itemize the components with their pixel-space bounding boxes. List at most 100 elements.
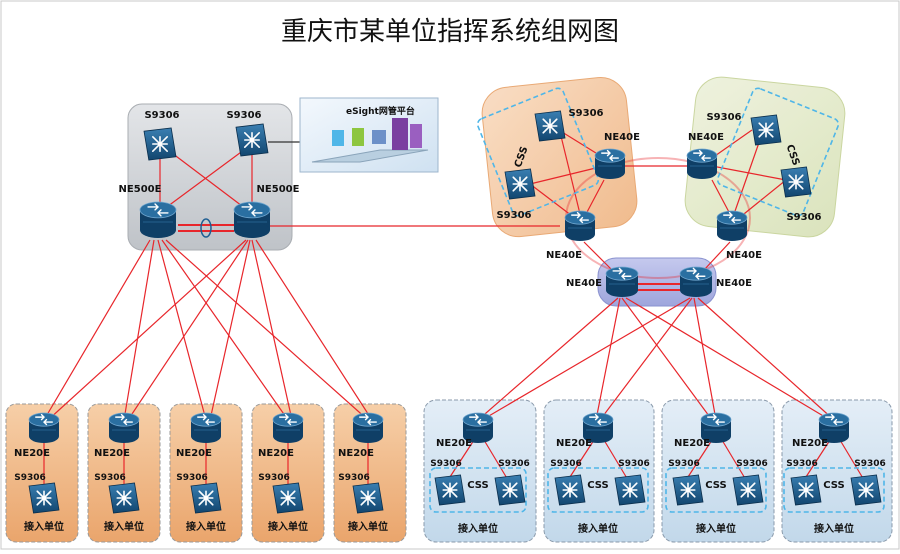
access-switch-icon [108,482,140,514]
ring-router-icon [564,210,596,241]
css-boxes [429,87,885,513]
ring-switch-icon [780,166,812,198]
access-switch-icon [732,474,764,506]
core-switch-label: S9306 [144,110,179,121]
access-switch-icon [28,482,60,514]
access-switch-label: S9306 [338,473,370,483]
access-switch-label: S9306 [430,459,462,469]
links [43,129,865,485]
access-router-icon [818,412,850,443]
eth-trunk-icon [200,218,212,238]
ring-switch-label: S9306 [496,210,531,221]
ring-router-icon [716,210,748,241]
ring-router-icon [686,148,718,179]
ring-router-label: NE40E [716,278,752,289]
access-unit-label: 接入单位 [348,520,388,533]
access-unit-label: 接入单位 [814,522,854,535]
access-switch-label: S9306 [668,459,700,469]
ring-switch-icon [534,110,566,142]
esight-nms-panel: eSight网管平台 [299,97,439,173]
access-router-icon [352,412,384,443]
access-switch-label: S9306 [550,459,582,469]
ring-router-icon [605,266,639,297]
esight-nms-label: eSight网管平台 [346,105,415,117]
ring-css-group-right [684,76,846,238]
access-router-icon [28,412,60,443]
ring-router-label: NE40E [604,132,640,143]
access-switch-icon [850,474,882,506]
access-switch-label: S9306 [94,473,126,483]
access-switch-icon [190,482,222,514]
ring-router-label: NE40E [688,132,724,143]
ring-switch-label: S9306 [786,212,821,223]
ring-switch-icon [504,168,536,200]
access-router-icon [108,412,140,443]
access-css-label: CSS [823,480,844,491]
ring-switch-icon [750,114,782,146]
core-switch-icon [143,127,177,161]
access-unit-label: 接入单位 [104,520,144,533]
access-router-icon [190,412,222,443]
access-switch-label: S9306 [736,459,768,469]
access-switch-icon [554,474,586,506]
ring-router-label: NE40E [546,250,582,261]
database-icon [332,130,344,146]
access-router-label: NE20E [94,448,130,459]
access-unit-label: 接入单位 [578,522,618,535]
access-switch-icon [434,474,466,506]
access-unit-label: 接入单位 [186,520,226,533]
nms-platform-icon [311,149,429,163]
access-router-label: NE20E [338,448,374,459]
core-router-icon [139,201,177,238]
core-router-label: NE500E [257,184,300,195]
access-switch-icon [272,482,304,514]
access-switch-label: S9306 [176,473,208,483]
access-router-icon [272,412,304,443]
access-router-label: NE20E [556,438,592,449]
ring-switch-label: S9306 [706,112,741,123]
access-unit-label: 接入单位 [458,522,498,535]
ring-router-icon [594,148,626,179]
access-switch-label: S9306 [14,473,46,483]
access-switch-label: S9306 [854,459,886,469]
ring-router-label: NE40E [726,250,762,261]
right-access-groups [423,399,893,543]
access-router-icon [582,412,614,443]
ring-switch-label: S9306 [568,108,603,119]
access-switch-icon [494,474,526,506]
access-router-label: NE20E [258,448,294,459]
access-switch-label: S9306 [786,459,818,469]
access-css-label: CSS [705,480,726,491]
monitor-icon [372,130,386,144]
access-switch-icon [614,474,646,506]
database-icon-2 [352,128,364,146]
core-router-label: NE500E [119,184,162,195]
access-router-icon [700,412,732,443]
access-switch-icon [672,474,704,506]
server-icon [392,118,408,150]
server-icon-2 [410,124,422,148]
core-switch-icon [235,123,269,157]
access-switch-icon [352,482,384,514]
core-router-icon [233,201,271,238]
access-unit-label: 接入单位 [268,520,308,533]
access-css-label: CSS [587,480,608,491]
access-css-label: CSS [467,480,488,491]
access-unit-label: 接入单位 [696,522,736,535]
access-router-label: NE20E [436,438,472,449]
access-switch-icon [790,474,822,506]
access-unit-label: 接入单位 [24,520,64,533]
ring-router-label: NE40E [566,278,602,289]
access-router-label: NE20E [792,438,828,449]
access-router-label: NE20E [674,438,710,449]
access-switch-label: S9306 [258,473,290,483]
access-router-icon [462,412,494,443]
diagram-title: 重庆市某单位指挥系统组网图 [281,17,619,47]
core-switch-label: S9306 [226,110,261,121]
access-switch-label: S9306 [618,459,650,469]
access-router-label: NE20E [176,448,212,459]
ring-router-icon [679,266,713,297]
access-router-label: NE20E [14,448,50,459]
